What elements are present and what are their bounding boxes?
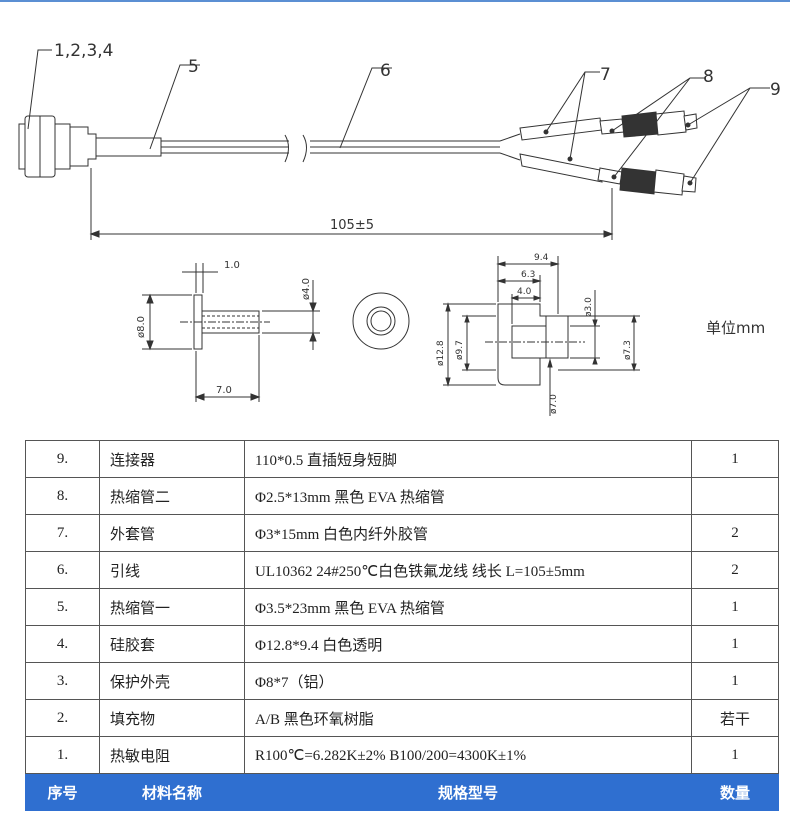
row-qty: 2 [691, 514, 779, 552]
dim-sleeve-9-4: 9.4 [534, 253, 549, 263]
bill-of-materials: 9. 连接器 110*0.5 直插短身短脚 1 8. 热缩管二 Φ2.5*13m… [25, 440, 779, 811]
table-row: 2. 填充物 A/B 黑色环氧树脂 若干 [25, 699, 779, 737]
row-name: 热敏电阻 [99, 736, 245, 774]
table-row: 5. 热缩管一 Φ3.5*23mm 黑色 EVA 热缩管 1 [25, 588, 779, 626]
callout-leaders [27, 49, 770, 186]
callout-7: 7 [600, 65, 611, 85]
table-row: 1. 热敏电阻 R100℃=6.282K±2% B100/200=4300K±1… [25, 736, 779, 774]
row-spec: 110*0.5 直插短身短脚 [244, 440, 692, 478]
callout-1-4: 1,2,3,4 [54, 41, 113, 61]
header-no: 序号 [25, 773, 100, 811]
row-name: 连接器 [99, 440, 245, 478]
dim-sleeve-6-3: 6.3 [521, 270, 535, 280]
dim-shell-od: ø8.0 [136, 316, 147, 338]
row-qty [691, 477, 779, 515]
row-qty: 1 [691, 588, 779, 626]
row-spec: UL10362 24#250℃白色铁氟龙线 线长 L=105±5mm [244, 551, 692, 589]
row-name: 热缩管二 [99, 477, 245, 515]
header-name: 材料名称 [99, 773, 245, 811]
silicone-sleeve-section: 9.4 6.3 4.0 ø12.8 ø9.7 ø3.0 ø7.3 ø7.0 [436, 253, 640, 416]
row-qty: 若干 [691, 699, 779, 737]
dim-shell-length: 7.0 [216, 385, 232, 396]
row-no: 1. [25, 736, 100, 774]
length-label: 105±5 [330, 218, 374, 233]
row-spec: Φ12.8*9.4 白色透明 [244, 625, 692, 663]
top-rule [0, 0, 790, 2]
row-no: 6. [25, 551, 100, 589]
row-no: 3. [25, 662, 100, 700]
row-no: 4. [25, 625, 100, 663]
dim-sleeve-od: ø12.8 [436, 340, 446, 366]
table-row: 6. 引线 UL10362 24#250℃白色铁氟龙线 线长 L=105±5mm… [25, 551, 779, 589]
table-header-row: 序号 材料名称 规格型号 数量 [25, 773, 779, 811]
table-row: 8. 热缩管二 Φ2.5*13mm 黑色 EVA 热缩管 [25, 477, 779, 515]
row-qty: 1 [691, 625, 779, 663]
row-qty: 2 [691, 551, 779, 589]
row-spec: Φ3*15mm 白色内纤外胶管 [244, 514, 692, 552]
dim-sleeve-hole: ø3.0 [584, 297, 594, 317]
row-no: 7. [25, 514, 100, 552]
row-name: 外套管 [99, 514, 245, 552]
table-row: 9. 连接器 110*0.5 直插短身短脚 1 [25, 440, 779, 478]
row-name: 硅胶套 [99, 625, 245, 663]
row-spec: A/B 黑色环氧树脂 [244, 699, 692, 737]
row-qty: 1 [691, 736, 779, 774]
dim-sleeve-step: ø9.7 [455, 340, 465, 360]
callout-6: 6 [380, 61, 391, 81]
dim-sleeve-bore: ø7.0 [549, 394, 559, 414]
callout-5: 5 [188, 57, 199, 77]
outer-sleeves [519, 117, 603, 183]
callout-9: 9 [770, 80, 781, 100]
row-qty: 1 [691, 662, 779, 700]
row-no: 5. [25, 588, 100, 626]
row-spec: Φ2.5*13mm 黑色 EVA 热缩管 [244, 477, 692, 515]
assembly-drawing: 1,2,3,4 5 6 7 8 9 105±5 1.0 ø8.0 [18, 41, 781, 416]
length-dimension: 105±5 [89, 168, 614, 240]
row-no: 9. [25, 440, 100, 478]
probe-head [18, 115, 97, 178]
dim-shell-id: ø4.0 [301, 278, 312, 300]
table-row: 4. 硅胶套 Φ12.8*9.4 白色透明 1 [25, 625, 779, 663]
callout-8: 8 [703, 67, 714, 87]
row-spec: R100℃=6.282K±2% B100/200=4300K±1% [244, 736, 692, 774]
header-qty: 数量 [691, 773, 779, 811]
header-spec: 规格型号 [244, 773, 692, 811]
row-no: 8. [25, 477, 100, 515]
connectors [597, 110, 698, 196]
table-row: 3. 保护外壳 Φ8*7（铝） 1 [25, 662, 779, 700]
row-name: 引线 [99, 551, 245, 589]
row-name: 热缩管一 [99, 588, 245, 626]
row-spec: Φ8*7（铝） [244, 662, 692, 700]
unit-label: 单位mm [706, 319, 766, 337]
row-name: 保护外壳 [99, 662, 245, 700]
dim-sleeve-neck: ø7.3 [623, 340, 633, 360]
lead-wires [161, 133, 521, 163]
row-spec: Φ3.5*23mm 黑色 EVA 热缩管 [244, 588, 692, 626]
shell-end-view [352, 292, 410, 350]
table-row: 7. 外套管 Φ3*15mm 白色内纤外胶管 2 [25, 514, 779, 552]
row-name: 填充物 [99, 699, 245, 737]
row-qty: 1 [691, 440, 779, 478]
dim-shell-flange: 1.0 [224, 260, 240, 271]
heat-shrink-one [95, 137, 162, 157]
row-no: 2. [25, 699, 100, 737]
shell-side-view: 1.0 ø8.0 ø4.0 7.0 [136, 260, 320, 402]
dim-sleeve-4-0: 4.0 [517, 287, 532, 297]
